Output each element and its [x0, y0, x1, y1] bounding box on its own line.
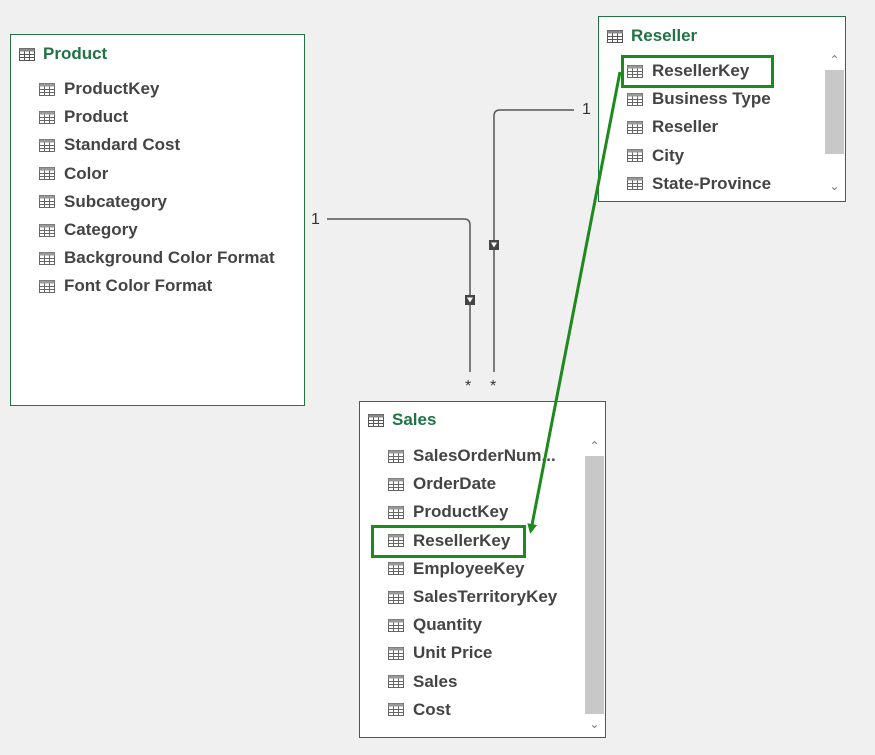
- table-grid-icon: [39, 167, 55, 181]
- field-row[interactable]: Subcategory: [39, 188, 275, 216]
- table-grid-icon: [39, 223, 55, 237]
- field-row[interactable]: Background Color Format: [39, 244, 275, 272]
- cardinality-one-reseller: 1: [582, 101, 591, 118]
- relationship-line-product-sales[interactable]: [327, 218, 471, 372]
- table-grid-icon: [39, 110, 55, 124]
- product-table-card[interactable]: Product ProductKey Product Standard Cost…: [10, 34, 305, 406]
- filter-direction-arrow-icon: [465, 295, 475, 305]
- table-grid-icon: [607, 29, 623, 43]
- table-grid-icon: [39, 138, 55, 152]
- table-grid-icon: [39, 279, 55, 293]
- table-grid-icon: [388, 675, 404, 689]
- field-row[interactable]: Reseller: [627, 113, 771, 141]
- table-grid-icon: [627, 177, 643, 191]
- chevron-up-icon[interactable]: ⌃: [829, 53, 840, 67]
- product-field-list: ProductKey Product Standard Cost Color S…: [39, 75, 275, 301]
- field-row[interactable]: Business Type: [627, 85, 771, 113]
- reseller-field-list: ResellerKey Business Type Reseller City …: [627, 57, 771, 198]
- relationship-line-reseller-sales[interactable]: [493, 109, 574, 372]
- table-grid-icon: [388, 449, 404, 463]
- table-grid-icon: [388, 646, 404, 660]
- field-row[interactable]: SalesOrderNum...: [388, 442, 568, 470]
- cardinality-many-product: *: [465, 378, 472, 395]
- reseller-scrollbar[interactable]: ⌃ ⌄: [825, 50, 844, 196]
- field-row[interactable]: Product: [39, 103, 275, 131]
- field-row[interactable]: Quantity: [388, 611, 568, 639]
- table-grid-icon: [627, 92, 643, 106]
- field-row[interactable]: ProductKey: [388, 498, 568, 526]
- table-grid-icon: [388, 505, 404, 519]
- field-row[interactable]: Category: [39, 216, 275, 244]
- table-grid-icon: [388, 477, 404, 491]
- field-row[interactable]: State-Province: [627, 170, 771, 198]
- table-grid-icon: [627, 149, 643, 163]
- reseller-table-header[interactable]: Reseller: [607, 25, 697, 47]
- table-grid-icon: [39, 195, 55, 209]
- table-grid-icon: [627, 120, 643, 134]
- table-grid-icon: [388, 562, 404, 576]
- table-grid-icon: [39, 251, 55, 265]
- sales-table-title: Sales: [392, 410, 437, 429]
- field-row[interactable]: ProductKey: [39, 75, 275, 103]
- product-table-title: Product: [43, 44, 108, 63]
- sales-table-header[interactable]: Sales: [368, 409, 436, 431]
- table-grid-icon: [19, 47, 35, 61]
- field-row-reseller-key[interactable]: ResellerKey: [388, 527, 568, 555]
- table-grid-icon: [368, 413, 384, 427]
- field-row[interactable]: Font Color Format: [39, 272, 275, 300]
- field-row[interactable]: OrderDate: [388, 470, 568, 498]
- scroll-thumb[interactable]: [825, 70, 844, 154]
- scroll-thumb[interactable]: [585, 456, 604, 714]
- cardinality-many-reseller: *: [490, 378, 497, 395]
- field-row[interactable]: Sales: [388, 668, 568, 696]
- table-grid-icon: [388, 590, 404, 604]
- mapping-arrow: [527, 71, 622, 534]
- sales-field-list: SalesOrderNum... OrderDate ProductKey Re…: [388, 442, 568, 724]
- table-grid-icon: [627, 64, 643, 78]
- sales-scrollbar[interactable]: ⌃ ⌄: [585, 436, 604, 734]
- field-row[interactable]: Color: [39, 160, 275, 188]
- table-grid-icon: [39, 82, 55, 96]
- chevron-down-icon[interactable]: ⌄: [589, 717, 600, 731]
- field-row[interactable]: Unit Price: [388, 639, 568, 667]
- field-row[interactable]: SalesTerritoryKey: [388, 583, 568, 611]
- field-row[interactable]: Standard Cost: [39, 131, 275, 159]
- chevron-up-icon[interactable]: ⌃: [589, 439, 600, 453]
- table-grid-icon: [388, 618, 404, 632]
- chevron-down-icon[interactable]: ⌄: [829, 179, 840, 193]
- field-row[interactable]: Cost: [388, 696, 568, 724]
- product-table-header[interactable]: Product: [19, 43, 107, 65]
- filter-direction-arrow-icon: [489, 240, 499, 250]
- cardinality-one-product: 1: [311, 211, 320, 228]
- reseller-table-card[interactable]: Reseller ResellerKey Business Type Resel…: [598, 16, 846, 202]
- reseller-table-title: Reseller: [631, 26, 698, 45]
- field-row[interactable]: City: [627, 142, 771, 170]
- table-grid-icon: [388, 534, 404, 548]
- field-row-reseller-key[interactable]: ResellerKey: [627, 57, 771, 85]
- field-row[interactable]: EmployeeKey: [388, 555, 568, 583]
- table-grid-icon: [388, 703, 404, 717]
